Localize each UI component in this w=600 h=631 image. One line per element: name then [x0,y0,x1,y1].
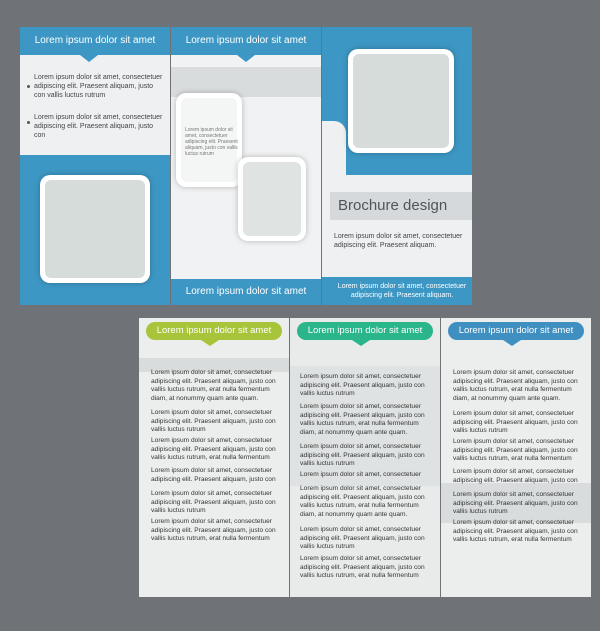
image-placeholder [181,98,237,182]
back-col2-para: Lorem ipsum dolor sit amet, consectetuer… [300,485,425,518]
back-col2-header-text: Lorem ipsum dolor sit amet [307,325,423,336]
deco-notch [322,121,346,175]
brochure-front: Lorem ipsum dolor sit amet Lorem ipsum d… [20,27,472,305]
back-col3-para: Lorem ipsum dolor sit amet, consectetuer… [453,468,578,484]
front-bullet-1: Lorem ipsum dolor sit amet, consectetuer… [34,74,163,99]
back-col1-para: Lorem ipsum dolor sit amet, consectetuer… [151,490,276,515]
brochure-title: Brochure design [338,197,448,214]
front-panel-center: Lorem ipsum dolor sit amet Lorem ipsum d… [171,27,321,305]
back-col1-para: Lorem ipsum dolor sit amet, consectetuer… [151,518,276,543]
front-right-footer [322,277,472,305]
back-col1-para: Lorem ipsum dolor sit amet, consectetuer… [151,409,276,434]
deco-band [139,358,289,372]
back-col3-para: Lorem ipsum dolor sit amet, consectetuer… [453,410,578,435]
front-center-image-frame-1 [176,93,242,187]
back-col2-para: Lorem ipsum dolor sit amet, consectetuer… [300,526,425,551]
front-center-footer-text: Lorem ipsum dolor sit amet [185,286,307,297]
front-center-footer: Lorem ipsum dolor sit amet [171,279,321,305]
title-band [330,192,472,220]
front-right-text: Lorem ipsum dolor sit amet, consectetuer… [334,233,463,249]
deco-band [290,366,440,486]
back-col2-para: Lorem ipsum dolor sit amet, consectetuer… [300,443,425,468]
pill-tail [201,340,219,346]
back-col1-para: Lorem ipsum dolor sit amet, consectetuer… [151,437,276,462]
back-col2-para: Lorem ipsum dolor sit amet, consectetuer… [300,555,425,580]
front-panel-right: Brochure design Lorem ipsum dolor sit am… [322,27,472,305]
front-center-text: Lorem ipsum dolor sit amet, consectetuer… [185,127,238,157]
front-right-footer-text: Lorem ipsum dolor sit amet, consectetuer… [337,283,467,299]
pill-tail [503,340,521,346]
pill-tail [352,340,370,346]
back-col3-header-text: Lorem ipsum dolor sit amet [458,325,574,336]
front-panel-left: Lorem ipsum dolor sit amet Lorem ipsum d… [20,27,170,305]
back-col2-para: Lorem ipsum dolor sit amet, consectetuer [300,471,421,478]
back-col3-header: Lorem ipsum dolor sit amet [448,322,584,340]
front-center-image-frame-2 [238,157,306,241]
front-left-header-tail [80,55,98,62]
back-column-2: Lorem ipsum dolor sit amet Lorem ipsum d… [290,318,440,597]
image-placeholder [45,180,145,278]
bullet-dot-icon [27,121,30,124]
front-center-header-tail [237,55,255,62]
bullet-dot-icon [27,85,30,88]
back-column-3: Lorem ipsum dolor sit amet Lorem ipsum d… [441,318,591,597]
back-col2-para: Lorem ipsum dolor sit amet, consectetuer… [300,403,425,436]
deco-band [441,483,591,523]
front-left-header: Lorem ipsum dolor sit amet [20,27,170,55]
back-col1-para: Lorem ipsum dolor sit amet, consectetuer… [151,369,276,402]
back-col2-para: Lorem ipsum dolor sit amet, consectetuer… [300,373,425,398]
back-col3-para: Lorem ipsum dolor sit amet, consectetuer… [453,519,578,544]
back-col1-para: Lorem ipsum dolor sit amet, consectetuer… [151,467,276,483]
front-center-header: Lorem ipsum dolor sit amet [171,27,321,55]
back-col1-header: Lorem ipsum dolor sit amet [146,322,282,340]
deco-band [171,67,321,97]
back-col3-para: Lorem ipsum dolor sit amet, consectetuer… [453,369,578,402]
back-col2-header: Lorem ipsum dolor sit amet [297,322,433,340]
image-placeholder [243,162,301,236]
image-placeholder [353,54,449,148]
front-left-image-frame [40,175,150,283]
front-right-image-frame [348,49,454,153]
back-column-1: Lorem ipsum dolor sit amet Lorem ipsum d… [139,318,289,597]
back-col3-para: Lorem ipsum dolor sit amet, consectetuer… [453,438,578,463]
brochure-back: Lorem ipsum dolor sit amet Lorem ipsum d… [139,318,591,597]
back-col1-header-text: Lorem ipsum dolor sit amet [156,325,272,336]
front-left-header-text: Lorem ipsum dolor sit amet [34,35,156,46]
back-col3-para: Lorem ipsum dolor sit amet, consectetuer… [453,491,578,516]
front-bullet-2: Lorem ipsum dolor sit amet, consectetuer… [34,114,163,139]
front-center-header-text: Lorem ipsum dolor sit amet [185,35,307,46]
